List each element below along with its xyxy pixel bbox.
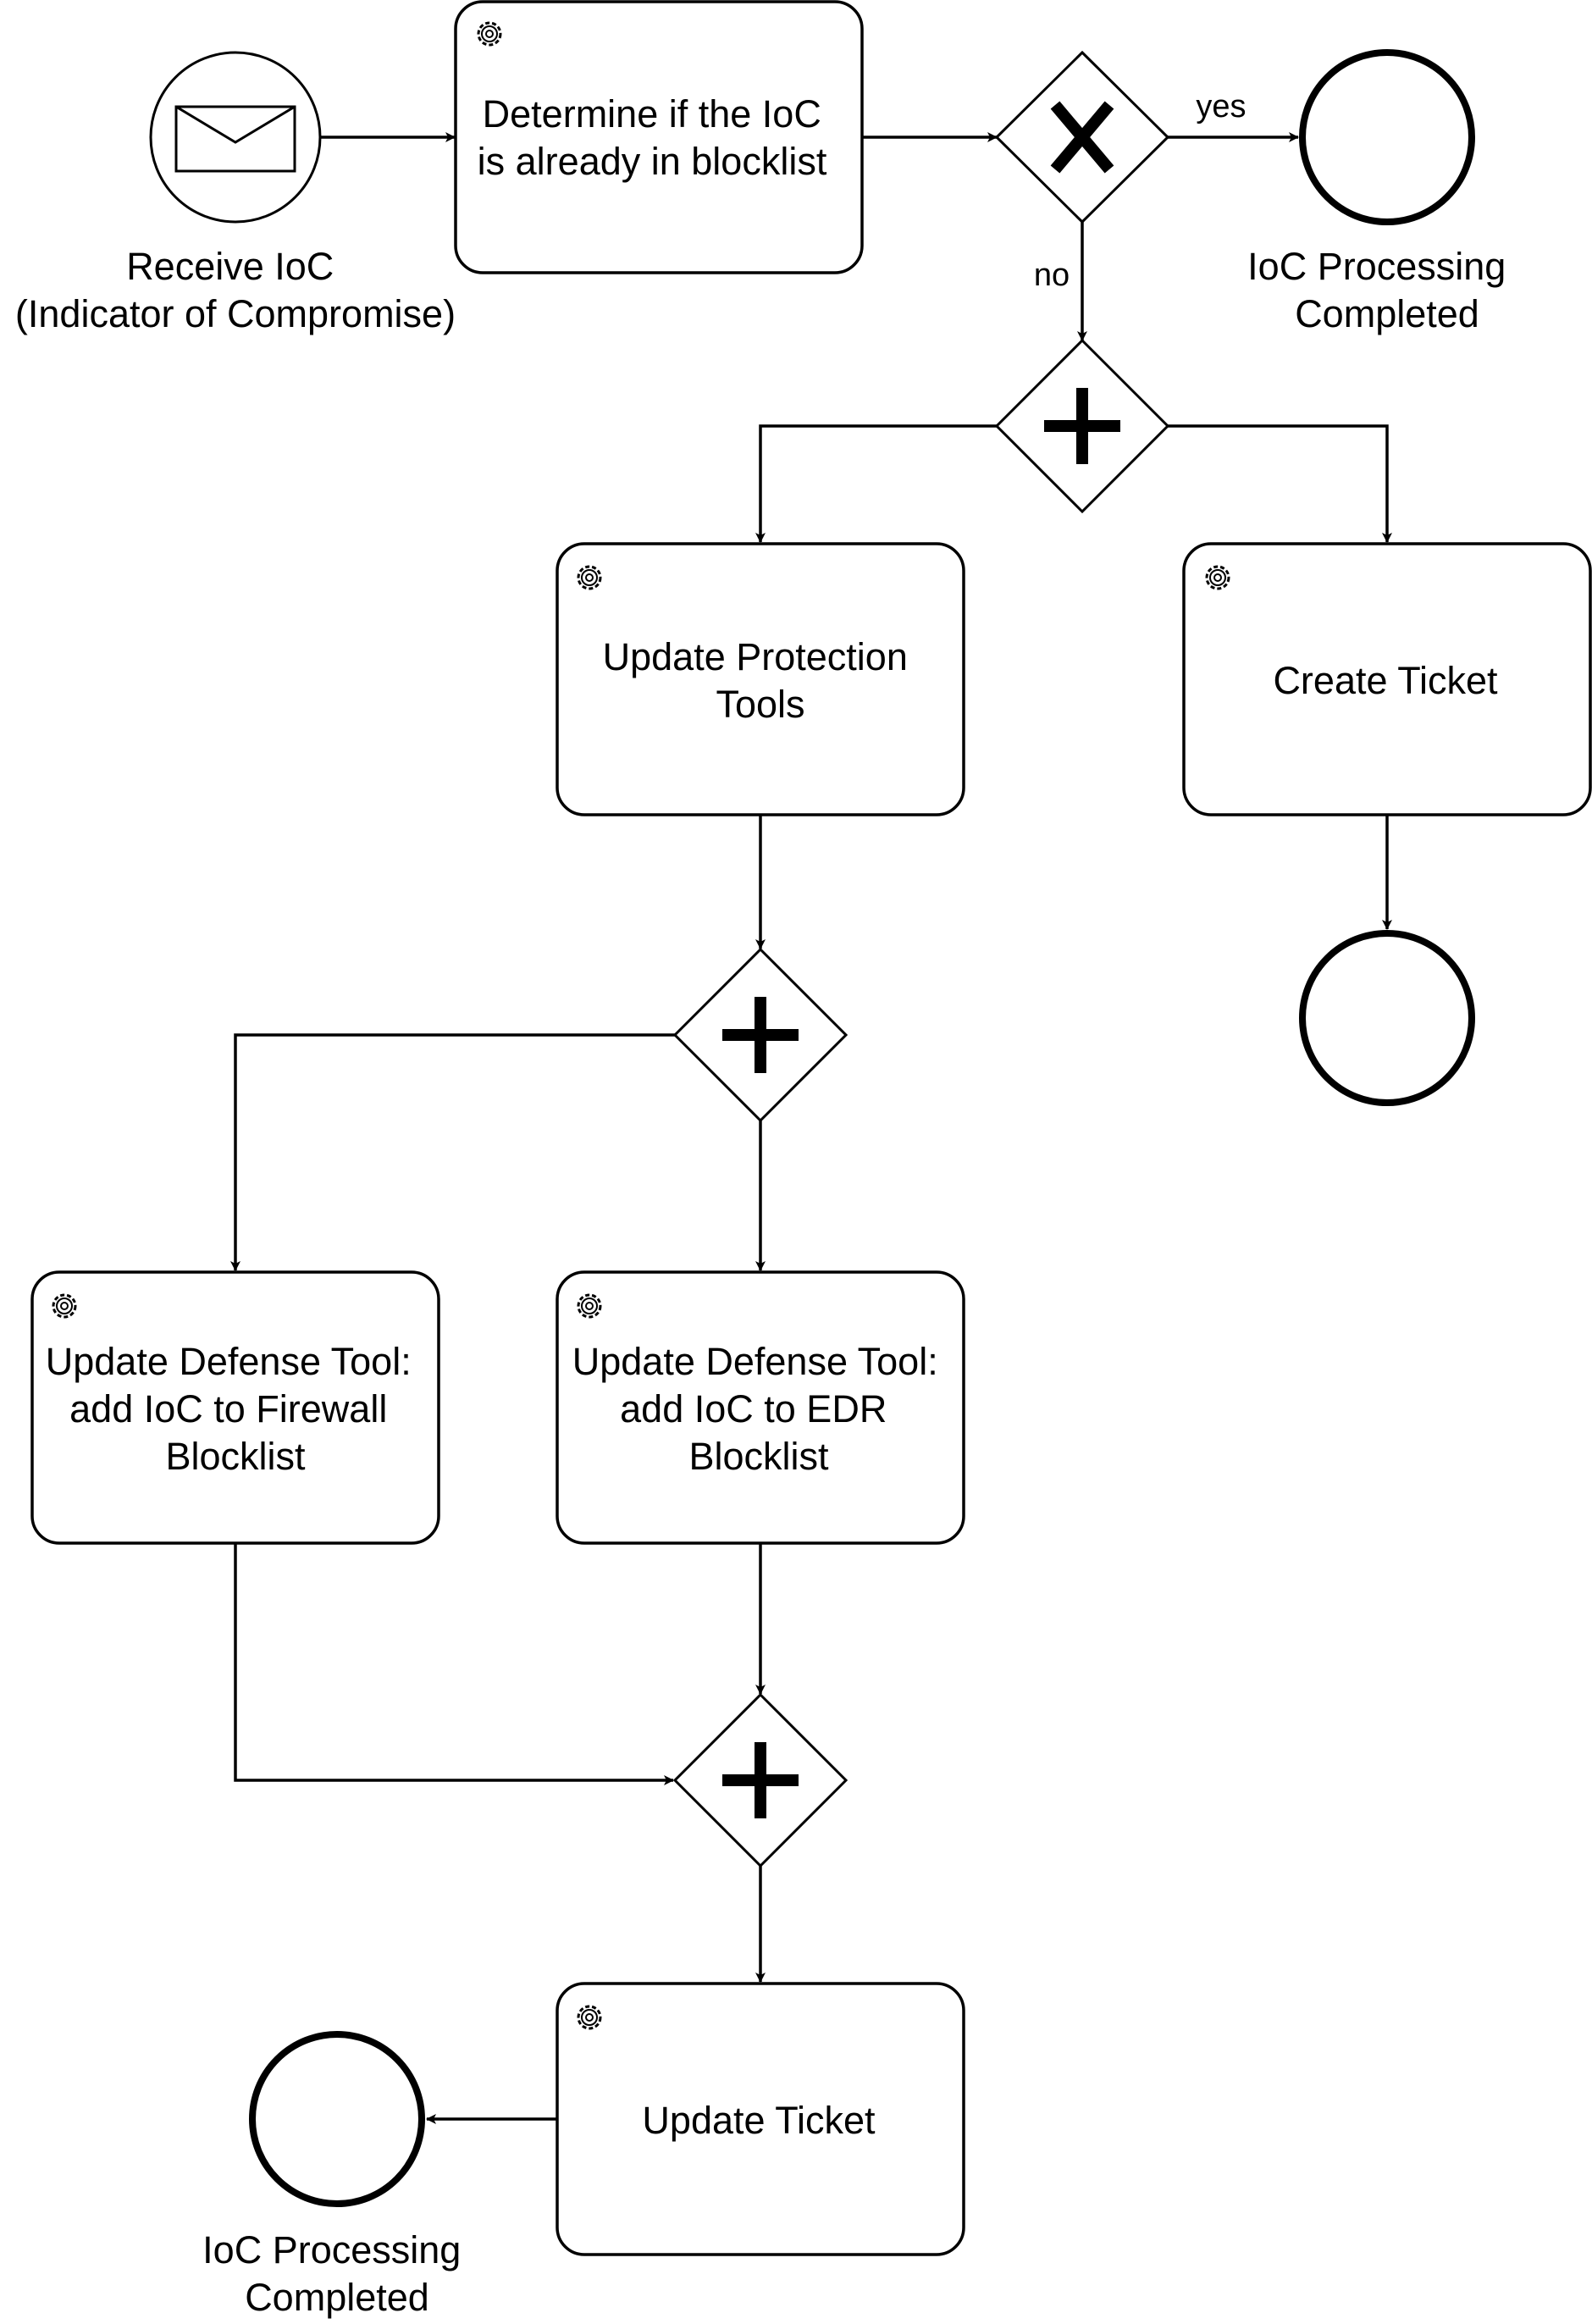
end-event-top-label-line-2: Completed bbox=[1295, 292, 1479, 335]
flow-parallel-to-ticket bbox=[1168, 424, 1392, 543]
end-event-completed-bottom bbox=[249, 2031, 425, 2207]
plus-icon bbox=[722, 1742, 799, 1818]
task-firewall-line-3: Blocklist bbox=[165, 1435, 306, 1478]
envelope-icon bbox=[174, 105, 296, 173]
parallel-gateway-split-1 bbox=[994, 338, 1170, 514]
no-label: no bbox=[1034, 257, 1070, 293]
task-update-protection-line-2: Tools bbox=[716, 683, 804, 726]
task-update-protection: Update Protection Tools bbox=[556, 542, 965, 816]
task-create-ticket-line-1: Create Ticket bbox=[1273, 659, 1498, 702]
sequence-flows bbox=[230, 132, 1392, 2124]
end-event-completed-top-label: IoC Processing Completed bbox=[1247, 245, 1517, 335]
task-update-ticket-text: Update Ticket bbox=[642, 2099, 876, 2142]
end-event-bottom-label-line-2: Completed bbox=[245, 2276, 429, 2319]
task-determine-line-1: Determine if the IoC bbox=[483, 92, 821, 136]
end-event-bottom-label-line-1: IoC Processing bbox=[202, 2228, 461, 2271]
task-firewall: Update Defense Tool: add IoC to Firewall… bbox=[30, 1270, 440, 1545]
exclusive-gateway bbox=[994, 50, 1170, 224]
start-event-label-line-2: (Indicator of Compromise) bbox=[15, 292, 456, 335]
task-update-protection-line-1: Update Protection bbox=[603, 635, 908, 678]
plus-icon bbox=[722, 997, 799, 1073]
start-event-label: Receive IoC (Indicator of Compromise) bbox=[15, 245, 456, 335]
flow-parallel-to-protection bbox=[755, 424, 997, 543]
end-event-completed-bottom-label: IoC Processing Completed bbox=[202, 2228, 472, 2319]
task-edr-line-3: Blocklist bbox=[688, 1435, 829, 1478]
start-event-label-line-1: Receive IoC bbox=[126, 245, 334, 288]
plus-icon bbox=[1044, 388, 1120, 464]
yes-label: yes bbox=[1196, 89, 1246, 125]
task-edr-line-2: add IoC to EDR bbox=[620, 1387, 887, 1430]
task-update-protection-text: Update Protection Tools bbox=[603, 635, 919, 726]
parallel-gateway-join bbox=[672, 1692, 849, 1868]
task-determine: Determine if the IoC is already in block… bbox=[454, 0, 864, 274]
x-icon bbox=[1050, 101, 1114, 174]
task-create-ticket-text: Create Ticket bbox=[1273, 659, 1498, 702]
task-update-ticket-line-1: Update Ticket bbox=[642, 2099, 876, 2142]
task-firewall-line-2: add IoC to Firewall bbox=[69, 1387, 387, 1430]
end-event-completed-top bbox=[1299, 49, 1475, 225]
task-determine-line-2: is already in blocklist bbox=[478, 140, 827, 183]
flow-firewall-to-join bbox=[234, 1543, 674, 1785]
task-update-ticket: Update Ticket bbox=[556, 1982, 965, 2256]
parallel-gateway-split-2 bbox=[672, 947, 849, 1123]
task-edr-line-1: Update Defense Tool: bbox=[572, 1340, 938, 1383]
flow-split-to-firewall bbox=[230, 1033, 676, 1271]
task-firewall-line-1: Update Defense Tool: bbox=[46, 1340, 412, 1383]
start-event bbox=[149, 51, 322, 224]
end-event-ticket bbox=[1299, 930, 1475, 1106]
task-determine-text: Determine if the IoC is already in block… bbox=[478, 92, 832, 183]
end-event-top-label-line-1: IoC Processing bbox=[1247, 245, 1506, 288]
task-edr: Update Defense Tool: add IoC to EDR Bloc… bbox=[556, 1270, 965, 1545]
task-edr-text: Update Defense Tool: add IoC to EDR Bloc… bbox=[572, 1340, 948, 1478]
task-firewall-text: Update Defense Tool: add IoC to Firewall… bbox=[46, 1340, 422, 1478]
task-create-ticket: Create Ticket bbox=[1182, 542, 1592, 816]
